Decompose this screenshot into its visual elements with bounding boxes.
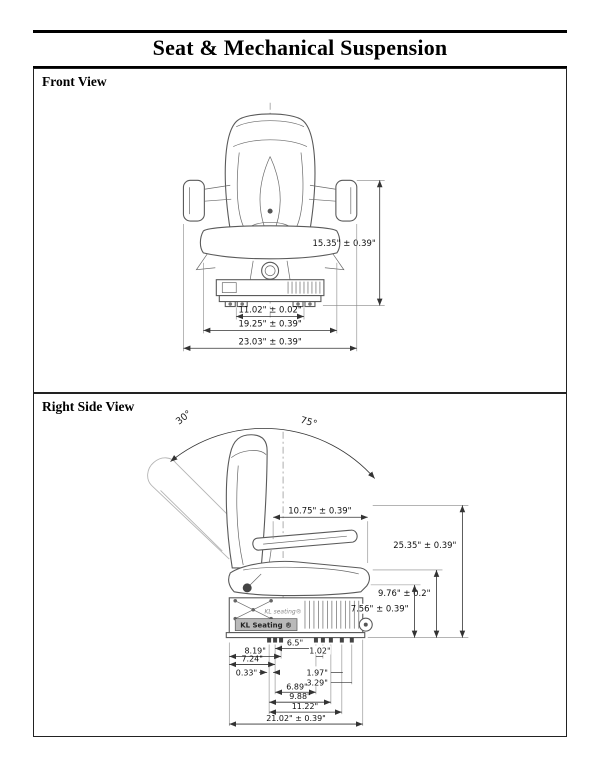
side-view-label: Right Side View — [42, 399, 135, 414]
side-dim-197-label: 1.97" — [306, 668, 327, 677]
front-dim-height-label: 15.35" ± 0.39" — [312, 238, 375, 248]
side-dim-overall-length-label: 21.02" ± 0.39" — [266, 714, 326, 723]
sheet-title: Seat & Mechanical Suspension — [152, 35, 448, 60]
side-dim-65-label: 6.5" — [287, 639, 303, 648]
front-view-drawing: 15.35" ± 0.39" 11.02" ± 0.02" 19.25" ± 0… — [182, 102, 385, 352]
side-dim-689-label: 6.89" — [286, 682, 307, 691]
front-seat — [182, 113, 358, 308]
side-dim-1122-label: 11.22" — [292, 702, 318, 711]
brand-plate — [234, 618, 298, 631]
side-dim-988-label: 9.88" — [289, 692, 310, 701]
front-view-label: Front View — [42, 74, 107, 89]
side-dim-seat-height-label: 7.56" ± 0.39" — [351, 604, 409, 614]
angle-75-label: 75° — [299, 415, 318, 430]
brand-small-label: KL seating® — [264, 609, 301, 616]
front-dim-seat-width-label: 19.25" ± 0.39" — [239, 318, 302, 328]
side-dim-overall-height-label: 25.35" ± 0.39" — [393, 540, 456, 550]
side-view-panel: Right Side View 30° 75° — [33, 393, 567, 737]
side-dim-seat-height-top-label: 9.76" ± 0.2" — [378, 588, 431, 598]
side-dim-329-label: 3.29" — [306, 678, 327, 687]
side-dimensions: 10.75" ± 0.39" 25.35" ± 0.39" 9.76" ± 0.… — [228, 505, 469, 727]
side-dim-724-label: 7.24" — [241, 654, 262, 663]
sheet-title-bar: Seat & Mechanical Suspension — [33, 30, 567, 69]
recline-angle-arc: 30° 75° — [170, 408, 376, 479]
side-dim-102-label: 1.02" — [309, 646, 330, 655]
side-seat: KL seating® KL Seating ® — [225, 434, 373, 643]
side-dim-819-label: 8.19" — [244, 646, 265, 655]
front-mounting-bolts — [224, 301, 316, 308]
rail-studs — [267, 637, 354, 643]
side-view-drawing: 30° 75° — [147, 408, 469, 727]
adjuster-knob — [242, 583, 252, 593]
brand-plate-label: KL Seating ® — [240, 622, 292, 630]
angle-30-label: 30° — [174, 408, 194, 427]
front-dimensions: 15.35" ± 0.39" 11.02" ± 0.02" 19.25" ± 0… — [183, 180, 385, 352]
front-dim-overall-width-label: 23.03" ± 0.39" — [239, 336, 302, 346]
front-view-panel: Front View — [33, 68, 567, 393]
front-dim-bolt-spacing-label: 11.02" ± 0.02" — [239, 305, 302, 315]
side-dim-cushion-depth-label: 10.75" ± 0.39" — [288, 505, 351, 515]
side-dim-033-label: 0.33" — [236, 668, 257, 677]
